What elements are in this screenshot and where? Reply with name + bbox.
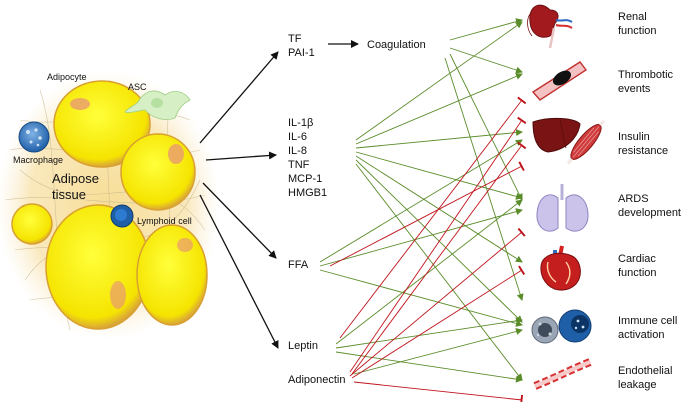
outcome-insulin-line2: resistance xyxy=(618,145,668,157)
mediator-labels: TF PAI-1 Coagulation IL-1β IL-6 IL-8 TNF… xyxy=(288,33,426,386)
kidney-icon xyxy=(527,4,573,49)
macrophage-label: Macrophage xyxy=(13,155,63,165)
heart-icon xyxy=(540,245,581,291)
mediator-tnf: TNF xyxy=(288,159,310,171)
asc-label: ASC xyxy=(128,82,147,92)
mediator-il8: IL-8 xyxy=(288,145,307,157)
arrow-to-leptin xyxy=(199,194,279,349)
lymphoid-cell-label: Lymphoid cell xyxy=(137,216,192,226)
outcome-renal-line1: Renal xyxy=(618,11,647,23)
outcome-thrombotic-line2: events xyxy=(618,83,651,95)
liver-muscle-icon xyxy=(532,117,606,165)
adipocyte-label: Adipocyte xyxy=(47,72,87,82)
lungs-icon xyxy=(536,184,589,232)
adipose-tissue-illustration: Adipocyte ASC Macrophage Lymphoid cell A… xyxy=(0,70,220,340)
mediator-leptin: Leptin xyxy=(288,340,318,352)
tissue-title-line1: Adipose xyxy=(52,171,99,186)
mediator-il6: IL-6 xyxy=(288,131,307,143)
arrow-to-ffa xyxy=(202,182,277,259)
outcome-cardiac-line1: Cardiac xyxy=(618,253,656,265)
tissue-title-line2: tissue xyxy=(52,187,86,202)
outcome-ards-line2: development xyxy=(618,207,681,219)
mediator-hmgb1: HMGB1 xyxy=(288,187,327,199)
immune-cells-icon xyxy=(531,309,592,344)
outcome-labels: Renal function Thrombotic events Insulin… xyxy=(618,11,681,391)
mediator-ffa: FFA xyxy=(288,259,309,271)
lymphoid-cell-icon xyxy=(110,204,134,228)
inhibitory-lines xyxy=(329,96,527,402)
outcome-renal-line2: function xyxy=(618,25,657,37)
mediator-adiponectin: Adiponectin xyxy=(288,374,346,386)
activating-arrows xyxy=(319,18,524,383)
mediator-il1b: IL-1β xyxy=(288,117,313,129)
outcome-cardiac-line2: function xyxy=(618,267,657,279)
asc-cell-icon xyxy=(124,90,191,120)
mediator-tf: TF xyxy=(288,33,302,45)
mediator-pai1: PAI-1 xyxy=(288,47,315,59)
outcome-ards-line1: ARDS xyxy=(618,193,649,205)
outcome-insulin-line1: Insulin xyxy=(618,131,650,143)
outcome-thrombotic-line1: Thrombotic xyxy=(618,69,674,81)
adipocyte-cells xyxy=(11,80,208,330)
mediator-coagulation: Coagulation xyxy=(367,39,426,51)
leaky-vessel-icon xyxy=(533,358,592,390)
outcome-immune-line2: activation xyxy=(618,329,664,341)
outcome-endothelial-line1: Endothelial xyxy=(618,365,672,377)
outcome-endothelial-line2: leakage xyxy=(618,379,657,391)
outcome-immune-line1: Immune cell xyxy=(618,315,677,327)
arrow-to-cytokines xyxy=(205,151,277,161)
secretion-arrows xyxy=(199,40,359,349)
macrophage-icon xyxy=(18,121,50,153)
arrow-to-tf-pai1 xyxy=(199,51,279,144)
blood-vessel-clot-icon xyxy=(531,61,588,101)
mediator-mcp1: MCP-1 xyxy=(288,173,322,185)
